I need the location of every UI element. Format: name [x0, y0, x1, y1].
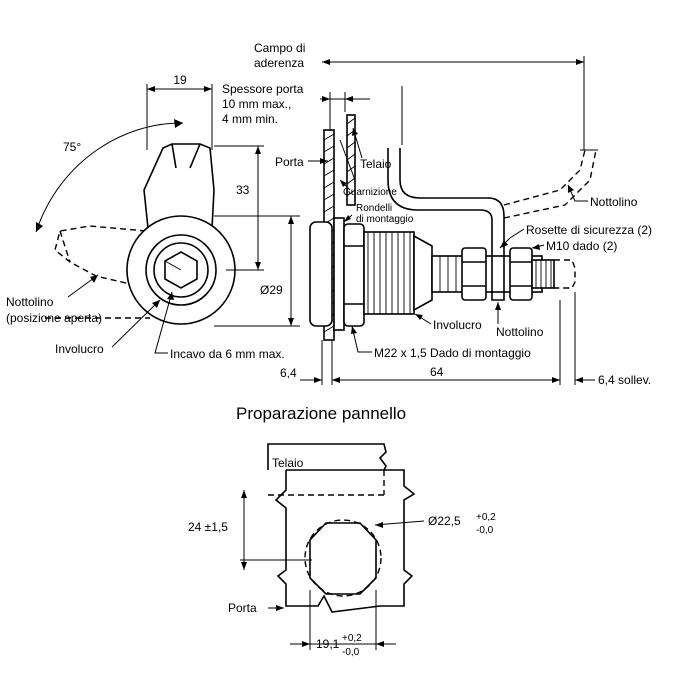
angle-label: 75°: [63, 140, 81, 154]
telaio-top-label: Telaio: [360, 157, 392, 171]
m10-label: M10 dado (2): [546, 239, 617, 253]
incavo-label: Incavo da 6 mm max.: [170, 347, 285, 361]
rondelli-label-2: di montaggio: [356, 214, 414, 225]
spessore-label-3: 4 mm min.: [222, 112, 278, 126]
panel-title: Proparazione pannello: [236, 404, 406, 423]
guarnizione-label: Guarnizione: [343, 187, 397, 198]
dia-22-label: Ø22,5: [428, 514, 461, 528]
spessore-label-1: Spessore porta: [222, 82, 304, 96]
dia-tol-minus: -0,0: [476, 525, 494, 536]
nottolino-mid-label: Nottolino: [496, 325, 544, 339]
dim-24-label: 24 ±1,5: [188, 520, 228, 534]
dim-191-tol-plus: +0,2: [342, 633, 362, 644]
dim-19-label: 19: [173, 73, 187, 87]
panel-preparation: Proparazione pannello Telaio 24 ±1,5 Ø22…: [188, 404, 496, 658]
nottolino-right-label: Nottolino: [590, 195, 638, 209]
m22-label: M22 x 1,5 Dado di montaggio: [374, 346, 531, 360]
nottolino-open-label: Nottolino: [6, 295, 54, 309]
dim-29-label: Ø29: [260, 283, 283, 297]
dim-64-label: 64: [430, 365, 444, 379]
nottolino-open-sub-label: (posizione aperta): [6, 311, 102, 325]
dim-64a-label: 6,4: [280, 366, 297, 380]
telaio-panel-label: Telaio: [272, 456, 304, 470]
soll-label: 6,4 sollev.: [598, 373, 651, 387]
rosette-label: Rosette di sicurezza (2): [526, 223, 652, 237]
dim-33-label: 33: [236, 183, 250, 197]
dim-191-label: 19,1: [316, 637, 340, 651]
dia-tol-plus: +0,2: [476, 512, 496, 523]
involucro-mid-label: Involucro: [433, 318, 482, 332]
rondelli-label-1: Rondelli: [356, 203, 392, 214]
spessore-label-2: 10 mm max.,: [222, 97, 291, 111]
porta-panel-label: Porta: [228, 601, 257, 615]
side-view: Campo di aderenza Spessore porta 10 mm m…: [222, 41, 652, 387]
campo-label: Campo di: [254, 41, 305, 55]
aderenza-label: aderenza: [254, 56, 304, 70]
porta-top-label: Porta: [275, 155, 304, 169]
involucro-left-label: Involucro: [55, 342, 104, 356]
front-view: 19 75° 33 Ø29 No: [6, 73, 300, 361]
dim-191-tol-minus: -0,0: [342, 647, 360, 658]
